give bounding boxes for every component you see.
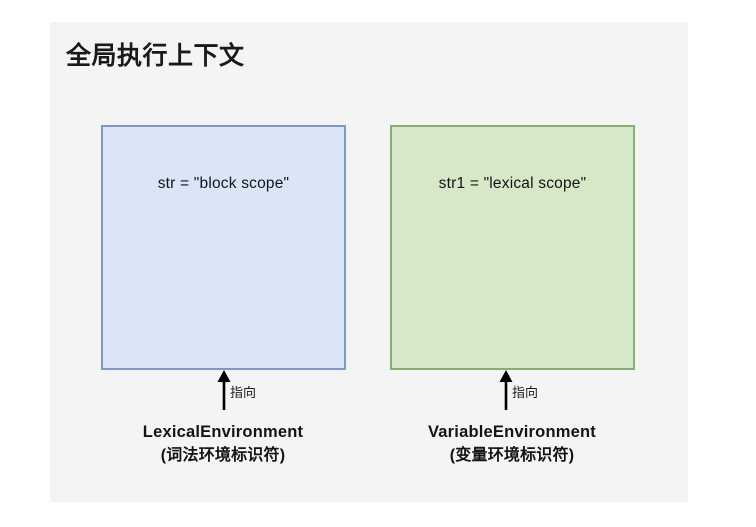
variable-environment-variable-text: str1 = "lexical scope" [438,175,587,192]
lexical-environment-variable-text: str = "block scope" [157,175,290,192]
lexical-environment-caption-en: LexicalEnvironment [142,423,304,441]
variable-environment-caption: VariableEnvironment (变量环境标识符) [362,421,662,467]
lexical-environment-caption: LexicalEnvironment (词法环境标识符) [73,421,373,467]
variable-environment-box: str1 = "lexical scope" [390,125,635,370]
up-arrow-icon [499,370,513,410]
up-arrow-icon [217,370,231,410]
variable-environment-arrow-label: 指向 [512,385,539,400]
variable-environment-caption-en: VariableEnvironment [428,423,596,441]
lexical-environment-box: str = "block scope" [101,125,346,370]
lexical-environment-arrow-group: 指向 [200,368,290,414]
lexical-environment-arrow-label: 指向 [230,385,257,400]
variable-environment-arrow-group: 指向 [482,368,572,414]
lexical-environment-caption-cn: (词法环境标识符) [160,447,286,464]
variable-environment-caption-cn: (变量环境标识符) [449,447,575,464]
page-title: 全局执行上下文 [66,42,245,70]
